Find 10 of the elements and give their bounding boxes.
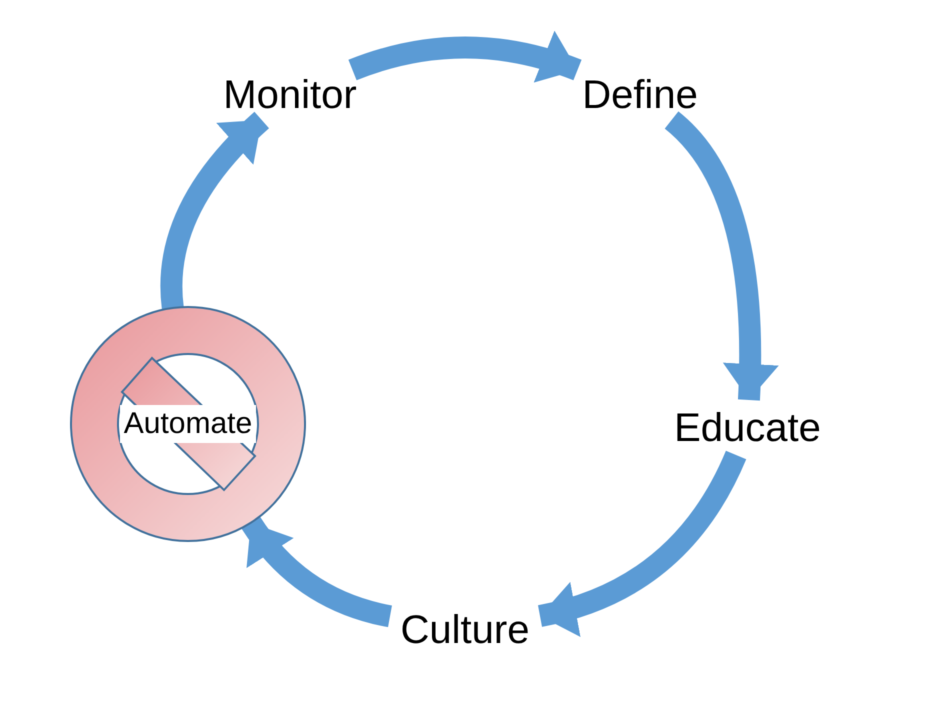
- node-label: Culture: [400, 610, 530, 650]
- curved-arrow: [664, 112, 778, 400]
- node-label: Define: [582, 75, 698, 115]
- node-label: Monitor: [223, 75, 357, 115]
- curved-arrow: [348, 31, 582, 84]
- curved-arrow: [242, 516, 392, 628]
- node-label: Educate: [674, 408, 821, 448]
- curved-arrow: [160, 112, 270, 309]
- node-label: Automate: [120, 405, 256, 443]
- curved-arrow: [538, 450, 746, 636]
